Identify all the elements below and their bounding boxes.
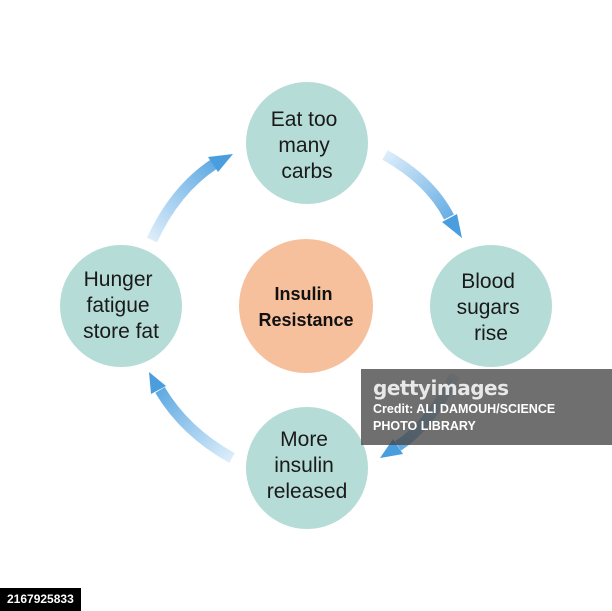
arrow-bottom-to-left [149, 372, 235, 463]
watermark-brand: gettyimages [373, 376, 509, 400]
node-label-line: rise [474, 322, 508, 345]
svg-text:Insulin Resistance: Insulin Resistance [258, 284, 353, 330]
node-label-line: More [280, 428, 328, 451]
center-label-line: Resistance [258, 310, 353, 330]
arrow-top-to-right [382, 150, 462, 238]
node-label-line: Blood [461, 270, 515, 293]
stock-id-label: 2167925833 [0, 588, 81, 611]
node-blood-sugars-rise: Blood sugars rise [430, 245, 552, 367]
svg-text:More insulin relea: More insulin released [267, 428, 348, 503]
node-label-line: many [278, 134, 330, 157]
center-insulin-resistance: Insulin Resistance [239, 239, 373, 373]
arrow-left-to-top [147, 154, 233, 243]
watermark-banner: gettyimages Credit: ALI DAMOUH/SCIENCE P… [361, 369, 612, 445]
svg-text:Eat too many carbs: Eat too many carbs [271, 108, 343, 183]
node-label-line: store fat [83, 320, 159, 343]
node-label-line: fatigue [87, 294, 150, 317]
svg-text:Blood sugars rise: Blood sugars rise [457, 270, 526, 345]
node-more-insulin-released: More insulin released [246, 407, 368, 529]
node-label-line: insulin [274, 454, 334, 477]
node-label-line: carbs [281, 160, 332, 183]
node-hunger-fatigue-store-fat: Hunger fatigue store fat [60, 245, 182, 367]
node-label-line: Hunger [84, 268, 153, 291]
center-label-line: Insulin [274, 284, 332, 304]
node-label-line: released [267, 480, 348, 503]
watermark-credit: Credit: ALI DAMOUH/SCIENCE PHOTO LIBRARY [373, 402, 556, 433]
svg-text:Hunger fatigue sto: Hunger fatigue store fat [83, 268, 159, 343]
node-label-line: sugars [457, 296, 520, 319]
node-label-line: Eat too [271, 108, 338, 131]
node-eat-too-many-carbs: Eat too many carbs [246, 82, 368, 204]
